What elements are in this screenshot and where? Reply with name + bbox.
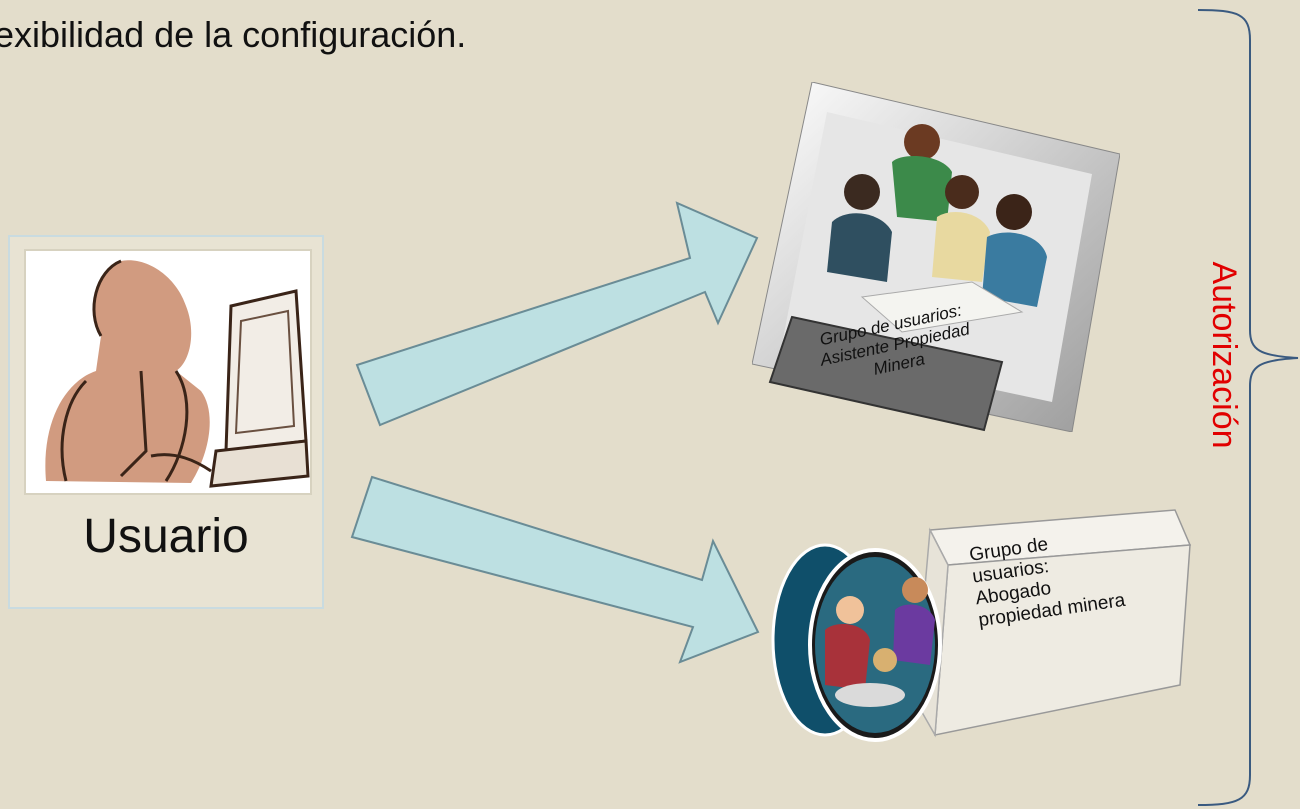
- authorization-brace: [1197, 9, 1299, 806]
- user-clipart: [24, 249, 312, 495]
- arrow-to-group-2: [350, 475, 760, 664]
- user-label: Usuario: [83, 510, 249, 563]
- arrow-to-group-1: [355, 201, 759, 427]
- authorization-label: Autorización: [1205, 261, 1243, 449]
- group-card-asistente: [751, 81, 1121, 433]
- user-card: Usuario: [8, 235, 324, 609]
- slide-header-text: exibilidad de la configuración.: [0, 14, 467, 55]
